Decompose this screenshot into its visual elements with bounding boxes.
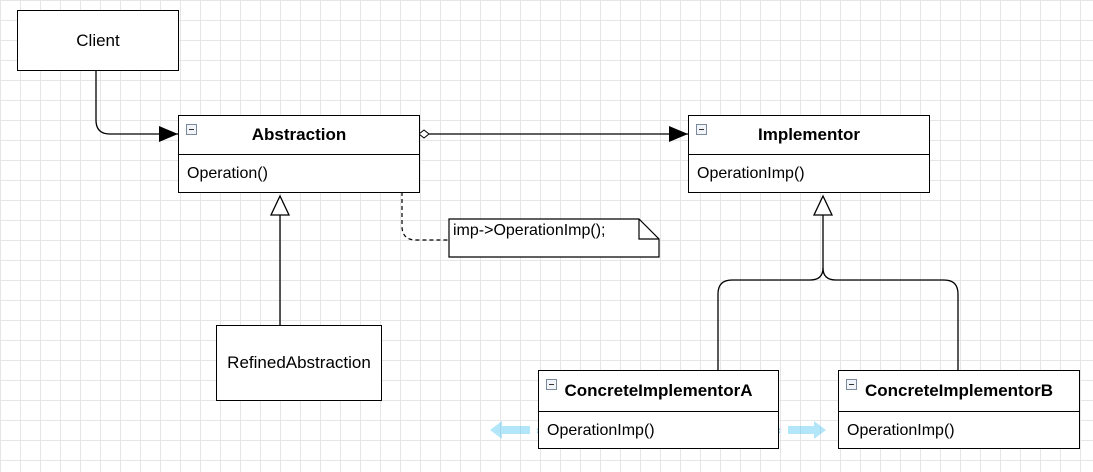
collapse-icon[interactable] [546, 379, 557, 390]
concrete-implementor-b-class[interactable]: ConcreteImplementorB OperationImp() [838, 370, 1080, 449]
inheritance-triangle-abstraction [269, 194, 291, 216]
note-shape[interactable] [448, 218, 660, 258]
collapse-icon[interactable] [186, 124, 197, 135]
abstraction-name: Abstraction [251, 125, 347, 144]
collapse-icon[interactable] [696, 124, 707, 135]
implementor-operation-row[interactable]: OperationImp() [689, 155, 929, 192]
implementor-class[interactable]: Implementor OperationImp() [688, 115, 930, 193]
implementor-name: Implementor [757, 125, 861, 144]
note-text-container: imp->OperationImp(); [449, 219, 639, 243]
note-link-connector[interactable] [401, 178, 449, 241]
concrete-implementor-a-header: ConcreteImplementorA [539, 371, 778, 412]
inheritance-triangle-implementor [812, 194, 834, 216]
abstraction-operation: Operation() [187, 164, 268, 182]
note-text: imp->OperationImp(); [453, 222, 606, 239]
concrete-a-inheritance-connector[interactable] [717, 215, 824, 370]
connection-hint-left[interactable] [490, 421, 530, 439]
implementor-operation: OperationImp() [697, 164, 805, 182]
concrete-implementor-b-name: ConcreteImplementorB [865, 381, 1053, 400]
collapse-icon[interactable] [846, 379, 857, 390]
client-label: Client [76, 30, 120, 50]
connection-hint-right[interactable] [788, 421, 826, 439]
abstraction-class[interactable]: Abstraction Operation() [178, 115, 420, 193]
abstraction-header: Abstraction [179, 116, 419, 155]
concrete-implementor-b-header: ConcreteImplementorB [839, 371, 1079, 412]
client-box[interactable]: Client [17, 10, 179, 71]
concrete-implementor-a-name: ConcreteImplementorA [564, 381, 753, 400]
concrete-implementor-b-operation-row[interactable]: OperationImp() [839, 412, 1079, 449]
concrete-implementor-a-class[interactable]: ConcreteImplementorA OperationImp() [538, 370, 779, 449]
aggregation-diamond [418, 129, 430, 139]
note-fold [638, 219, 659, 240]
implementor-header: Implementor [689, 116, 929, 155]
abstraction-operation-row[interactable]: Operation() [179, 155, 419, 192]
refined-abstraction-box[interactable]: RefinedAbstraction [216, 325, 382, 401]
refined-abstraction-label: RefinedAbstraction [227, 353, 371, 372]
concrete-implementor-a-operation: OperationImp() [547, 421, 655, 439]
client-to-abstraction-connector[interactable] [95, 70, 178, 142]
concrete-implementor-b-operation: OperationImp() [847, 421, 955, 439]
concrete-implementor-a-operation-row[interactable]: OperationImp() [539, 412, 778, 449]
concrete-b-inheritance-connector[interactable] [822, 267, 959, 370]
